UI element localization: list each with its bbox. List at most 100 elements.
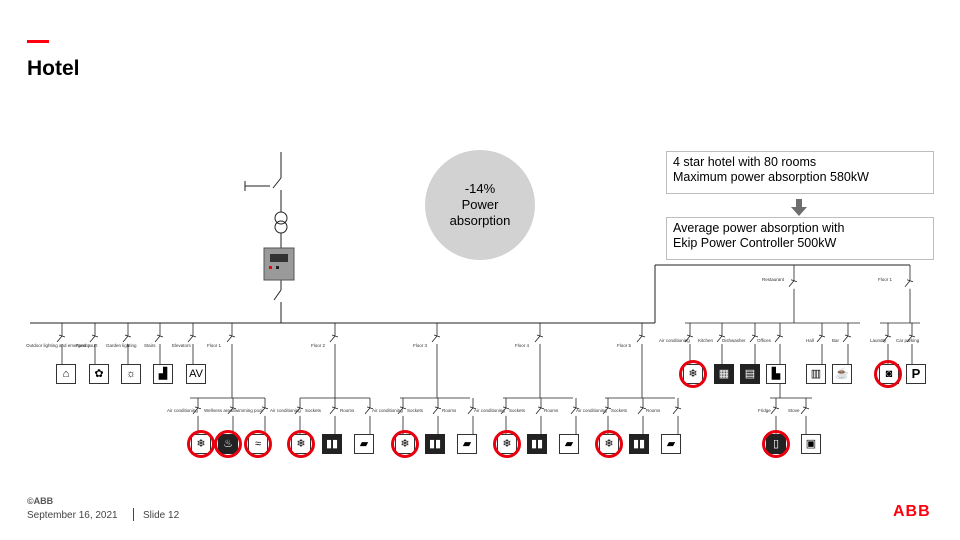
feeder-line <box>908 334 916 338</box>
kitchen-icon: ▦ <box>714 364 734 384</box>
hall-icon: ▥ <box>806 364 826 384</box>
footer-date: September 16, 2021 <box>27 510 118 521</box>
note-bottom-line2: Ekip Power Controller 500kW <box>673 236 837 250</box>
office-icon: ▙ <box>766 364 786 384</box>
feeder-label-laundry: Laundry <box>870 338 887 343</box>
feeder-line <box>686 334 694 338</box>
sub-label-stove: Stove <box>788 408 800 413</box>
feeder-line <box>91 334 99 338</box>
feeder-line <box>639 406 647 410</box>
accent-bar <box>27 40 49 43</box>
sub-label-6: Air conditioning <box>372 408 403 413</box>
highlight-ring-ac-floor2 <box>287 430 315 458</box>
feeder-label-floor3: Floor 3 <box>413 343 428 348</box>
feeder-line <box>56 335 63 343</box>
highlight-ring-laundry <box>874 360 902 388</box>
garden-icon: ✿ <box>89 364 109 384</box>
dishwasher-icon: ▤ <box>740 364 760 384</box>
feeder-line <box>906 335 913 343</box>
feeder-label-ac-right: Air conditioning <box>659 338 690 343</box>
arrow-down-icon <box>791 199 807 216</box>
feeder-line <box>535 407 542 415</box>
feeder-line <box>884 334 892 338</box>
feeder-line <box>433 334 441 338</box>
feeder-line <box>716 335 723 343</box>
feeder-line <box>904 280 911 288</box>
feeder-line <box>229 406 237 410</box>
note-bottom-line1: Average power absorption with <box>673 221 845 235</box>
feeder-line <box>500 407 507 415</box>
feeder-label-kitchen: Kitchen <box>698 338 714 343</box>
feeder-line <box>154 335 161 343</box>
feeder-line <box>844 334 852 338</box>
ekip-controller-device <box>263 247 295 281</box>
highlight-ring-ac-floor4 <box>493 430 521 458</box>
feeder-label-dishwasher: Dishwasher <box>722 338 746 343</box>
feeder-line <box>194 406 202 410</box>
stairs-icon: ▟ <box>153 364 173 384</box>
feeder-line <box>124 334 132 338</box>
sub-label-12: Air conditioning <box>576 408 607 413</box>
feeder-label-floor2: Floor 2 <box>311 343 326 348</box>
feeder-line <box>397 407 404 415</box>
sub-label-9: Air conditioning <box>474 408 505 413</box>
feeder-line <box>228 334 236 338</box>
footer-copyright: ©ABB <box>27 496 54 506</box>
feeder-line <box>637 407 644 415</box>
elevator-icon: AV <box>186 364 206 384</box>
circle-line2: Power <box>461 197 499 212</box>
feeder-label-floor1: Floor 1 <box>207 343 222 348</box>
footer-separator <box>133 508 134 521</box>
feeder-line <box>227 407 234 415</box>
coffee-icon: ☕ <box>832 364 852 384</box>
feeder-line <box>816 335 823 343</box>
sockets-icon-floor5: ▮▮ <box>629 434 649 454</box>
highlight-ring-pool <box>244 430 272 458</box>
highlight-ring-fridge <box>762 430 790 458</box>
feeder-line <box>296 406 304 410</box>
average-power-note: Average power absorption with Ekip Power… <box>666 217 934 260</box>
feeder-label-parking: Car parking <box>896 338 920 343</box>
sub-label-fridge: Fridge <box>758 408 771 413</box>
feeder-label-food: Food court <box>76 343 98 348</box>
feeder-line <box>751 334 759 338</box>
sub-label-2: Swimming pool <box>232 408 263 413</box>
feeder-line <box>294 407 301 415</box>
feeder-line <box>331 334 339 338</box>
feeder-line <box>638 334 646 338</box>
sub-label-10: Sockets <box>509 408 526 413</box>
highlight-ring-ac-floor1 <box>187 430 215 458</box>
feeder-line <box>226 335 233 343</box>
feeder-line <box>89 335 96 343</box>
feeder-line <box>882 335 889 343</box>
feeder-line <box>790 279 798 283</box>
sub-label-3: Air conditioning <box>270 408 301 413</box>
sub-label-4: Sockets <box>305 408 322 413</box>
sockets-icon-floor4: ▮▮ <box>527 434 547 454</box>
feeder-line <box>818 334 826 338</box>
parking-icon: P <box>906 364 926 384</box>
feeder-line <box>469 406 477 410</box>
feeder-line <box>604 406 612 410</box>
circle-line3: absorption <box>449 213 511 228</box>
feeder-label-outdoor: Outdoor lighting and emergency <box>26 343 91 348</box>
feeder-line <box>261 406 269 410</box>
abb-logo: ABB <box>893 503 931 520</box>
sub-label-5: Rooms <box>340 408 355 413</box>
feeder-line <box>536 334 544 338</box>
feeder-line <box>718 334 726 338</box>
slide-title: Hotel <box>27 57 80 80</box>
feeder-line <box>684 335 691 343</box>
feeder-label-hall: Hall <box>806 338 814 343</box>
highlight-ring-ac-floor5 <box>595 430 623 458</box>
feeder-label-top-floor: Floor 1 <box>878 277 893 282</box>
feeder-line <box>774 335 781 343</box>
note-top-line1: 4 star hotel with 80 rooms <box>673 155 817 169</box>
feeder-line <box>156 334 164 338</box>
feeder-line <box>189 334 197 338</box>
bed-icon-floor4: ▰ <box>559 434 579 454</box>
feeder-line <box>434 406 442 410</box>
highlight-ring-ac <box>679 360 707 388</box>
sub-label-8: Rooms <box>442 408 457 413</box>
